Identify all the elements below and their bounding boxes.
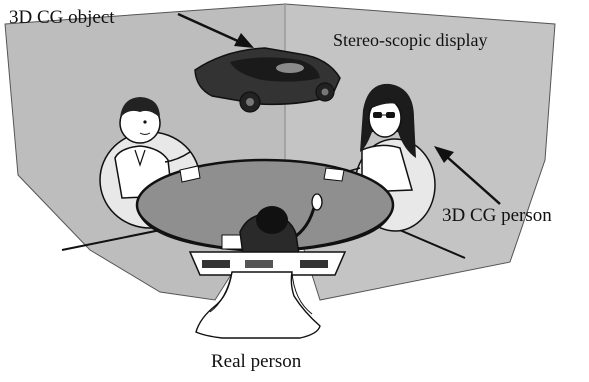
label-real-person: Real person (211, 352, 301, 371)
label-cg-person: 3D CG person (442, 206, 552, 225)
card-right (324, 168, 344, 181)
label-cg-object: 3D CG object (9, 8, 115, 27)
label-stereoscopic-display: Stereo-scopic display (333, 31, 487, 49)
